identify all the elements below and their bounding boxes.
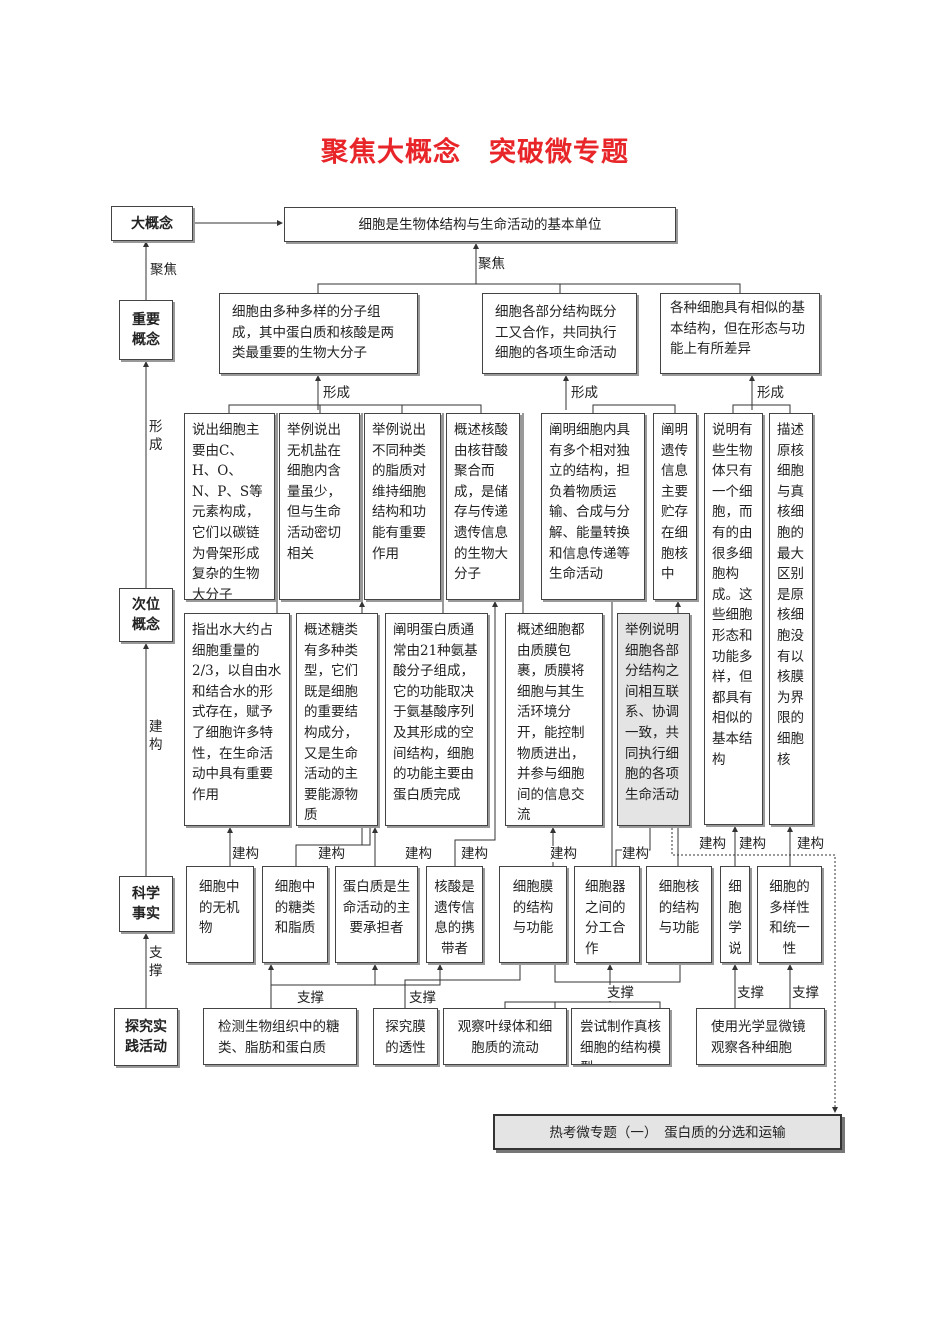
side-label-focus: 聚焦 [150,262,177,278]
construct-label: 建构 [622,846,649,862]
construct-label: 建构 [461,846,488,862]
secondary-concept-water: 指出水大约占细胞重量的2/3，以自由水和结合水的形式存在，赋予了细胞许多特性，在… [184,613,290,826]
important-concept-1: 细胞由多种多样的分子组成，其中蛋白质和核酸是两类最重要的生物大分子 [219,293,418,374]
side-label-construct: 建构 [149,718,165,754]
construct-label: 建构 [318,846,345,862]
secondary-concept-nucleus: 阐明遗传信息主要贮存在细胞核中 [653,413,697,600]
big-concept-box: 细胞是生物体结构与生命活动的基本单位 [284,207,676,242]
fact-nucleic-acid: 核酸是遗传信息的携带者 [426,866,483,963]
construct-label: 建构 [739,836,766,852]
practice-membrane-permeability: 探究膜的透性 [373,1008,438,1065]
fact-cell-membrane: 细胞膜的结构与功能 [499,866,567,963]
support-label: 支撑 [737,985,764,1001]
secondary-concept-cell-diversity: 说明有些生物体只有一个细胞，而有的由很多细胞构成。这些细胞形态和功能多样，但都具… [704,413,763,825]
level-important-concept: 重要概念 [119,300,173,360]
secondary-concept-cooperation: 举例说明细胞各部分结构之间相互联系、协调一致，共同执行细胞的各项生命活动 [617,613,690,826]
secondary-concept-proteins: 阐明蛋白质通常由21种氨基酸分子组成，它的功能取决于氨基酸序列及其形成的空间结构… [385,613,488,826]
level-secondary-concept: 次位概念 [119,588,173,642]
fact-organelle-cooperation: 细胞器之间的分工合作 [574,866,640,963]
important-concept-3: 各种细胞具有相似的基本结构，但在形态与功能上有所差异 [660,293,820,374]
side-label-form: 形成 [149,418,165,454]
secondary-concept-prokaryote: 描述原核细胞与真核细胞的最大区别是原核细胞没有以核膜为界限的细胞核 [769,413,813,825]
form-label-1: 形成 [323,385,350,401]
focus-label: 聚焦 [478,256,505,272]
support-label: 支撑 [409,990,436,1006]
side-label-support: 支撑 [149,944,165,980]
form-label-3: 形成 [757,385,784,401]
secondary-concept-inorganic-salts: 举例说出无机盐在细胞内含量虽少，但与生命活动密切相关 [279,413,360,600]
level-practice-activities: 探究实践活动 [114,1008,178,1066]
fact-diversity-unity: 细胞的多样性和统一性 [757,866,822,963]
level-big-concept: 大概念 [111,206,193,241]
fact-protein: 蛋白质是生命活动的主要承担者 [335,866,418,963]
fact-cell-theory: 细胞学说 [720,866,750,963]
construct-label: 建构 [232,846,259,862]
level-scientific-facts: 科学事实 [119,876,173,932]
support-label: 支撑 [607,985,634,1001]
practice-chloroplast-cytoplasm: 观察叶绿体和细胞质的流动 [443,1008,567,1065]
secondary-concept-membrane: 概述细胞都由质膜包裹，质膜将细胞与其生活环境分开，能控制物质进出，并参与细胞间的… [505,613,603,826]
secondary-concept-nucleic-acids: 概述核酸由核苷酸聚合而成，是储存与传递遗传信息的生物大分子 [446,413,520,600]
fact-sugars-lipids: 细胞中的糖类和脂质 [262,866,328,963]
support-label: 支撑 [792,985,819,1001]
practice-detect-biomolecules: 检测生物组织中的糖类、脂肪和蛋白质 [203,1008,357,1065]
secondary-concept-lipids: 举例说出不同种类的脂质对维持细胞结构和功能有重要作用 [364,413,441,600]
fact-nucleus: 细胞核的结构与功能 [646,866,712,963]
secondary-concept-organelles: 阐明细胞内具有多个相对独立的结构，担负着物质运输、合成与分解、能量转换和信息传递… [541,413,645,600]
practice-cell-model: 尝试制作真核细胞的结构模型 [571,1008,670,1065]
construct-label: 建构 [797,836,824,852]
construct-label: 建构 [405,846,432,862]
page-title: 聚焦大概念 突破微专题 [321,137,629,168]
secondary-concept-elements: 说出细胞主要由C、H、O、N、P、S等元素构成，它们以碳链为骨架形成复杂的生物大… [184,413,275,600]
hot-topic-link[interactable]: 热考微专题（一） 蛋白质的分选和运输 [493,1114,842,1150]
practice-microscope: 使用光学显微镜观察各种细胞 [696,1008,825,1065]
support-label: 支撑 [297,990,324,1006]
form-label-2: 形成 [571,385,598,401]
fact-inorganic: 细胞中的无机物 [186,866,254,963]
construct-label: 建构 [699,836,726,852]
important-concept-2: 细胞各部分结构既分工又合作，共同执行细胞的各项生命活动 [482,293,637,374]
construct-label: 建构 [550,846,577,862]
secondary-concept-sugars: 概述糖类有多种类型，它们既是细胞的重要结构成分，又是生命活动的主要能源物质 [296,613,378,826]
